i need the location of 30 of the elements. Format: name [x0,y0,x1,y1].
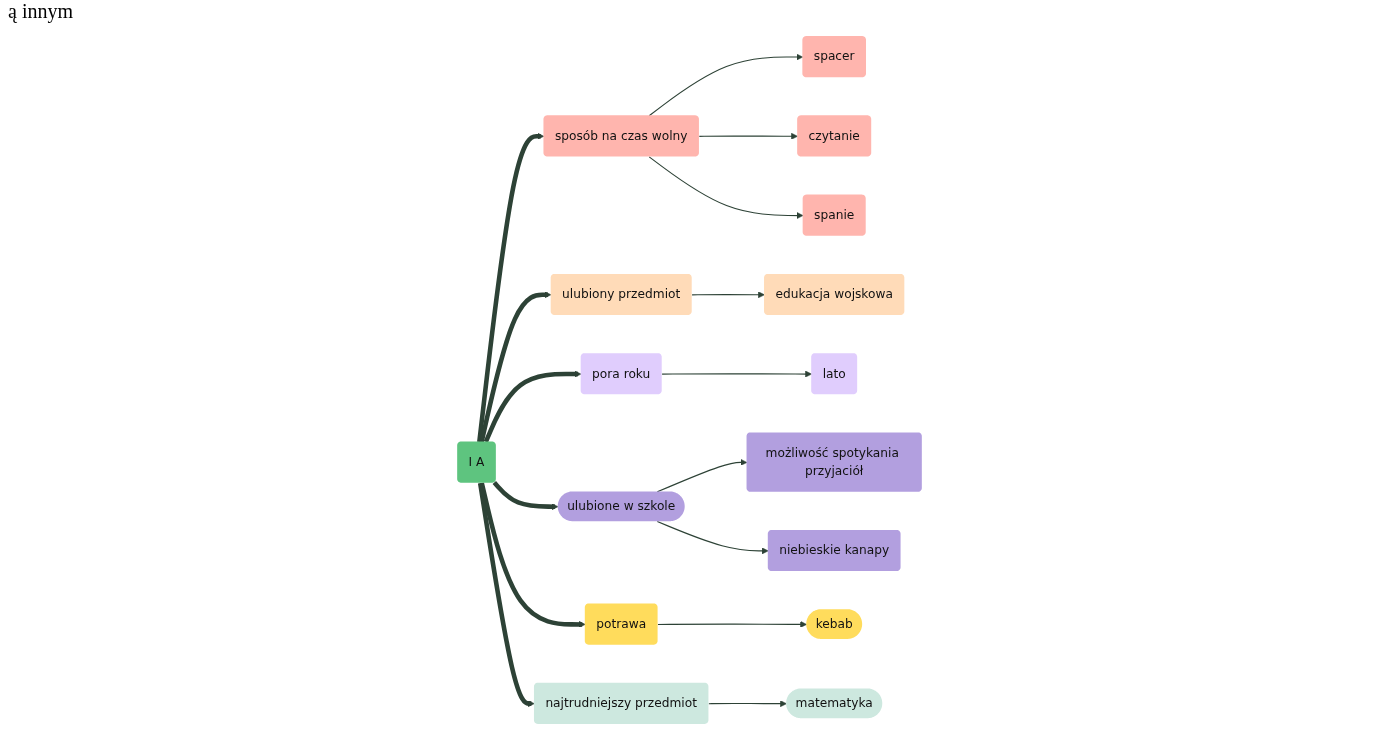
arrow [691,291,765,299]
arrow [648,156,804,219]
arrow [656,459,748,493]
note-text: ą innym [8,0,73,22]
node-box: najtrudniejszy przedmiot [533,682,709,724]
arrow [708,700,787,707]
arrow [656,521,769,555]
arrow [477,482,535,707]
node-box: spacer [802,36,866,78]
node-box: pora roku [580,353,662,395]
arrow [698,132,798,140]
node-box: ulubione w szkole [557,491,685,522]
node-box: czytanie [797,115,872,157]
arrow [477,132,545,443]
arrow [483,370,582,443]
node-box: spanie [802,194,866,236]
node-box: ulubiony przedmiot [550,273,692,316]
node-box: matematyka [786,688,883,719]
arrow [648,53,804,117]
node-box: niebieskie kanapy [767,529,901,572]
node-box: I A [457,441,496,483]
arrow [492,481,559,510]
arrow [661,370,812,378]
node-box: lato [811,353,858,395]
node-box: możliwość spotykania przyjaciół [746,432,922,492]
node-box: potrawa [584,603,658,645]
node-box: edukacja wojskowa [764,273,905,316]
arrow [479,291,552,443]
node-box: sposób na czas wolny [543,115,699,157]
arrow [657,621,807,628]
